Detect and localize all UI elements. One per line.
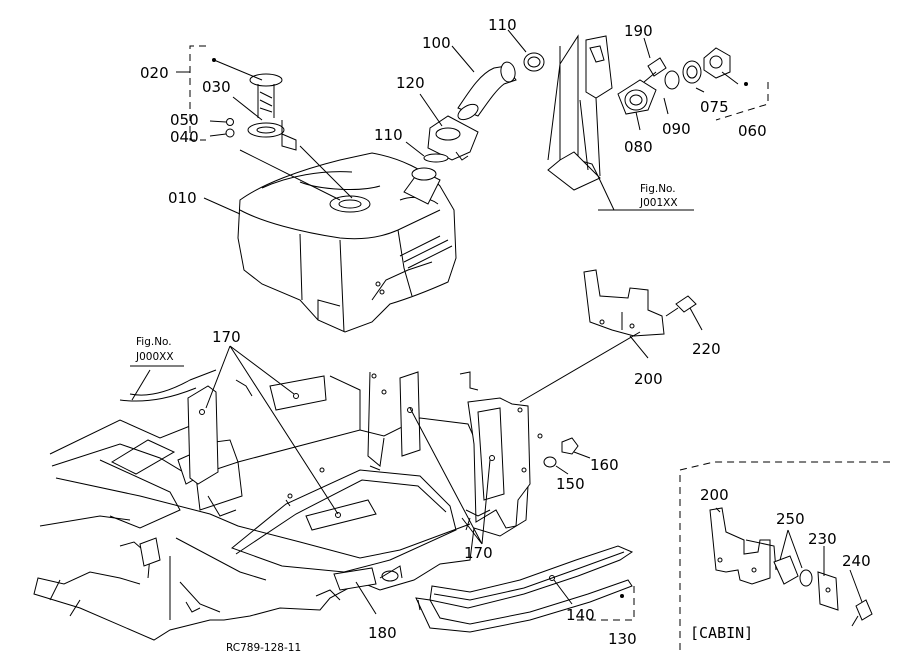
fig-ref-title-lower: Fig.No. bbox=[136, 336, 172, 348]
filler-cap-parts bbox=[643, 47, 731, 90]
part-label-200-cabin: 200 bbox=[700, 486, 729, 504]
leader-line bbox=[419, 93, 443, 127]
drawing-code: RC789-128-11 bbox=[226, 642, 301, 654]
part-label-050: 050 bbox=[170, 111, 199, 129]
part-label-010: 010 bbox=[168, 189, 197, 207]
part-label-100: 100 bbox=[422, 34, 451, 52]
part-label-020: 020 bbox=[140, 64, 169, 82]
part-label-180: 180 bbox=[368, 624, 397, 642]
part-label-160: 160 bbox=[590, 456, 619, 474]
leader-line bbox=[689, 307, 703, 331]
part-label-170-upper: 170 bbox=[212, 328, 241, 346]
group-bracket-020 bbox=[189, 45, 206, 141]
step-runner bbox=[415, 545, 634, 633]
leader-line bbox=[643, 37, 651, 59]
fig-ref-title-upper: Fig.No. bbox=[640, 183, 676, 195]
leader-line bbox=[213, 59, 263, 81]
part-label-075: 075 bbox=[700, 98, 729, 116]
marker-dot bbox=[744, 82, 748, 86]
leader-line bbox=[715, 507, 721, 513]
filler-hose-assembly bbox=[423, 52, 545, 163]
leader-line bbox=[663, 97, 669, 115]
part-label-190: 190 bbox=[624, 22, 653, 40]
leader-line bbox=[635, 111, 641, 131]
leader-line bbox=[232, 96, 263, 121]
leader-line bbox=[695, 87, 705, 93]
leader-line bbox=[209, 120, 227, 137]
part-label-080: 080 bbox=[624, 138, 653, 156]
part-label-030: 030 bbox=[202, 78, 231, 96]
part-label-230: 230 bbox=[808, 530, 837, 548]
part-label-200: 200 bbox=[634, 370, 663, 388]
leader-line bbox=[849, 569, 863, 603]
part-label-220: 220 bbox=[692, 340, 721, 358]
part-label-110-lower: 110 bbox=[374, 126, 403, 144]
part-label-140: 140 bbox=[566, 606, 595, 624]
part-label-060: 060 bbox=[738, 122, 767, 140]
fig-ref-code-lower: J000XX bbox=[135, 351, 174, 363]
leader-line bbox=[205, 345, 339, 515]
part-label-240: 240 bbox=[842, 552, 871, 570]
leader-line bbox=[573, 451, 591, 459]
leader-line bbox=[131, 369, 151, 401]
nut-160 bbox=[561, 437, 579, 455]
floor-frame bbox=[33, 369, 543, 641]
cabin-inset bbox=[679, 461, 890, 650]
fuel-tank bbox=[237, 152, 457, 333]
bracket-plate bbox=[583, 269, 697, 337]
marker-dot bbox=[620, 594, 624, 598]
part-label-170-lower: 170 bbox=[464, 544, 493, 562]
part-label-120: 120 bbox=[396, 74, 425, 92]
leader-line bbox=[451, 45, 475, 73]
leader-line bbox=[355, 581, 377, 615]
fig-ref-code-upper: J001XX bbox=[639, 197, 678, 209]
filler-bracket-post bbox=[547, 34, 657, 191]
part-label-090: 090 bbox=[662, 120, 691, 138]
part-label-110-top: 110 bbox=[488, 16, 517, 34]
leader-line bbox=[519, 331, 641, 403]
part-label-130: 130 bbox=[608, 630, 637, 648]
leader-line bbox=[553, 579, 573, 605]
leader-line bbox=[597, 175, 615, 211]
leader-line bbox=[507, 29, 527, 53]
leader-line bbox=[779, 529, 803, 569]
washer-150 bbox=[543, 456, 557, 468]
leader-line bbox=[203, 197, 241, 215]
leader-line bbox=[405, 141, 425, 157]
leader-line bbox=[721, 71, 739, 85]
leader-line bbox=[629, 335, 649, 359]
group-bracket-130 bbox=[576, 586, 635, 621]
leader-line bbox=[409, 407, 491, 545]
part-label-150: 150 bbox=[556, 475, 585, 493]
fuel-gauge-unit bbox=[225, 73, 353, 201]
inset-caption: [CABIN] bbox=[690, 624, 753, 642]
leader-line bbox=[555, 465, 569, 475]
part-label-250: 250 bbox=[776, 510, 805, 528]
part-label-040: 040 bbox=[170, 128, 199, 146]
